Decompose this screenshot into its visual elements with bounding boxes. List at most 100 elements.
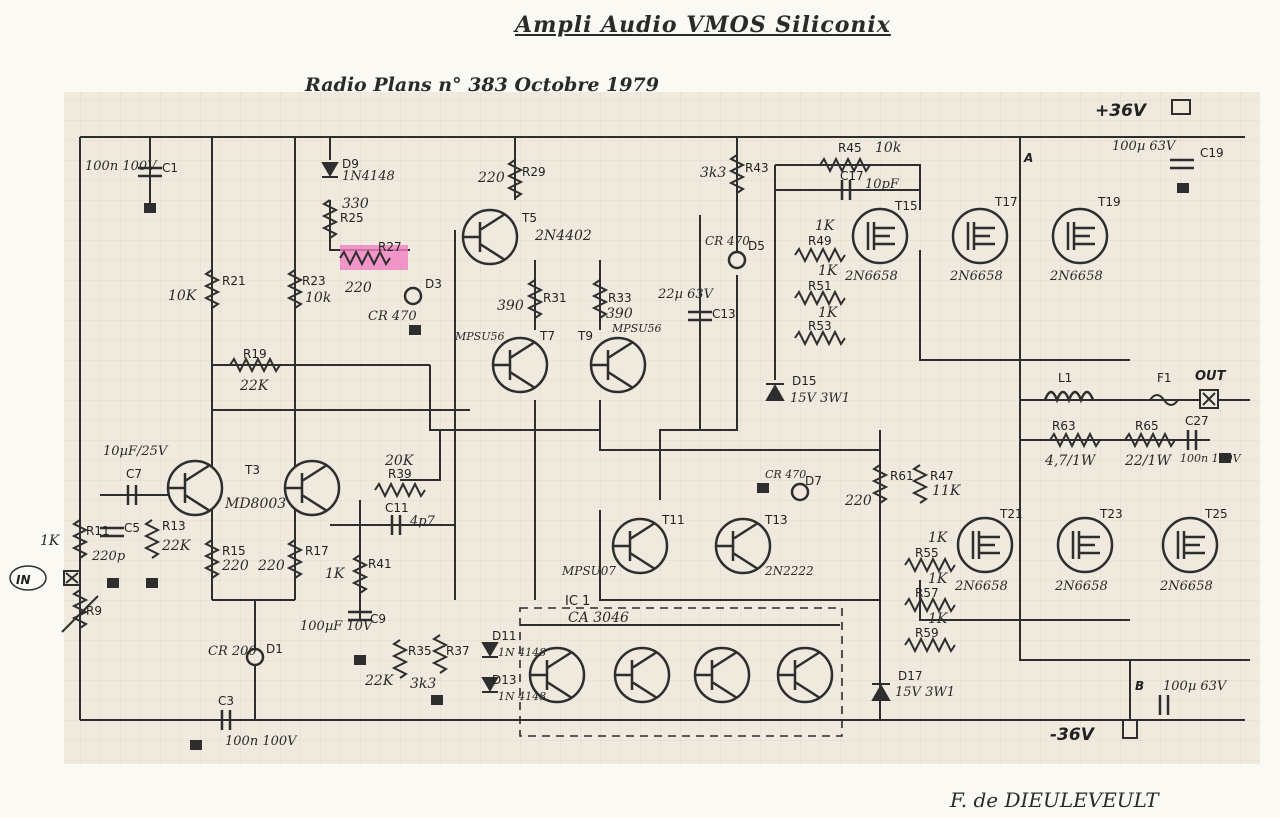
c5-value: 220p	[91, 549, 126, 564]
capacitor-c-neg	[1158, 695, 1170, 715]
capacitor-c3	[220, 710, 232, 730]
d1-ref: D1	[266, 642, 283, 656]
r59-ref: R59	[915, 626, 939, 640]
t5-ref: T5	[521, 211, 537, 225]
t17-value: 2N6658	[949, 269, 1003, 284]
r63-value: 4,7/1W	[1044, 453, 1097, 469]
source-reference: Radio Plans n° 383 Octobre 1979	[305, 74, 659, 96]
t3-value: MD8003	[224, 496, 286, 512]
t7-value: MPSU56	[454, 330, 504, 343]
ic1-outline	[519, 607, 843, 737]
r51-ref: R51	[808, 279, 832, 293]
capacitor-c11	[390, 515, 402, 535]
ground-symbol	[431, 695, 443, 705]
resistor-r63	[1049, 431, 1101, 449]
d17-value: 15V 3W1	[895, 685, 955, 700]
r65-value: 22/1W	[1124, 453, 1172, 469]
negative-supply-terminal	[1122, 719, 1138, 739]
ground-symbol	[146, 578, 158, 588]
capacitor-c13	[688, 310, 712, 322]
resistor-r51	[794, 289, 846, 307]
resistor-r45	[819, 156, 871, 174]
d17-ref: D17	[898, 669, 923, 683]
t11-ref: T11	[661, 513, 685, 527]
capacitor-c17	[840, 180, 852, 200]
t19-ref: T19	[1097, 195, 1121, 209]
c27-ref: C27	[1185, 414, 1209, 428]
ground-symbol	[409, 325, 421, 335]
r9-ref: R9	[86, 604, 102, 618]
r45-value: 10k	[875, 140, 901, 156]
resistor-r61	[871, 464, 889, 504]
c1-ref: C1	[162, 161, 178, 175]
diode-d13	[481, 677, 499, 693]
capacitor-c9	[348, 610, 372, 622]
zener-d17	[871, 683, 891, 701]
c19-ref: C19	[1200, 146, 1224, 160]
r47-ref: R47	[930, 469, 954, 483]
wiring	[79, 136, 1250, 721]
r57-ref: R57	[915, 586, 939, 600]
r49-value: 1K	[815, 218, 836, 234]
d9-value: 1N4148	[342, 169, 395, 184]
current-regulator-d5	[727, 250, 747, 270]
t23-ref: T23	[1099, 507, 1123, 521]
r27-value: 220	[344, 280, 372, 296]
output-label: OUT	[1195, 369, 1227, 384]
resistor-r43	[728, 154, 746, 194]
r13-ref: R13	[162, 519, 186, 533]
d9-ref: D9	[342, 157, 359, 171]
ground-symbol	[354, 655, 366, 665]
t3-ref: T3	[244, 463, 260, 477]
potentiometer-r9	[61, 589, 99, 633]
c3-ref: C3	[218, 694, 234, 708]
t11-value: MPSU07	[561, 564, 616, 578]
t23-value: 2N6658	[1054, 579, 1108, 594]
c5-ref: C5	[124, 521, 140, 535]
resistor-r15	[203, 539, 221, 579]
resistor-r59	[904, 636, 956, 654]
capacitor-c19	[1170, 158, 1194, 170]
c13-value: 22µ 63V	[657, 287, 715, 302]
r41-value: 1K	[325, 566, 346, 582]
d3-ref: D3	[425, 277, 442, 291]
diode-d9	[321, 162, 339, 178]
r33-value: 390	[606, 306, 633, 322]
capacitor-c5	[100, 526, 124, 538]
c13-ref: C13	[712, 307, 736, 321]
inductor-l1	[1043, 390, 1095, 404]
d13-ref: D13	[492, 673, 517, 687]
c1-value: 100n 100V	[85, 159, 158, 174]
r23-value: 10k	[305, 290, 331, 306]
t13-ref: T13	[764, 513, 788, 527]
ic1-ref: IC 1	[565, 594, 590, 609]
r29-ref: R29	[522, 165, 546, 179]
current-regulator-d1	[245, 647, 265, 667]
ic1-value: CA 3046	[568, 610, 629, 626]
c7-value: 10µF/25V	[103, 444, 169, 459]
resistor-r11	[71, 519, 89, 559]
r37-ref: R37	[446, 644, 470, 658]
resistor-r65	[1124, 431, 1176, 449]
resistor-r49	[794, 246, 846, 264]
c3-value: 100n 100V	[225, 734, 298, 749]
resistor-r19	[229, 356, 281, 374]
r39-ref: R39	[388, 467, 412, 481]
node-a-label: A	[1023, 151, 1033, 165]
t9-value: MPSU56	[611, 322, 661, 335]
r15-ref: R15	[222, 544, 246, 558]
positive-rail-label: +36V	[1095, 101, 1148, 121]
r21-ref: R21	[222, 274, 246, 288]
ground-symbol	[1219, 453, 1231, 463]
resistor-r31	[526, 279, 544, 319]
resistor-r21	[203, 269, 221, 309]
negative-rail-label: -36V	[1050, 725, 1096, 745]
r35-ref: R35	[408, 644, 432, 658]
resistor-r17	[286, 539, 304, 579]
c27-value: 100n 100V	[1180, 452, 1242, 465]
positive-supply-terminal	[1171, 99, 1191, 115]
r43-ref: R43	[745, 161, 769, 175]
r53-ref: R53	[808, 319, 832, 333]
r11-value: 1K	[40, 533, 61, 549]
author-signature: F. de DIEULEVEULT	[950, 788, 1159, 812]
